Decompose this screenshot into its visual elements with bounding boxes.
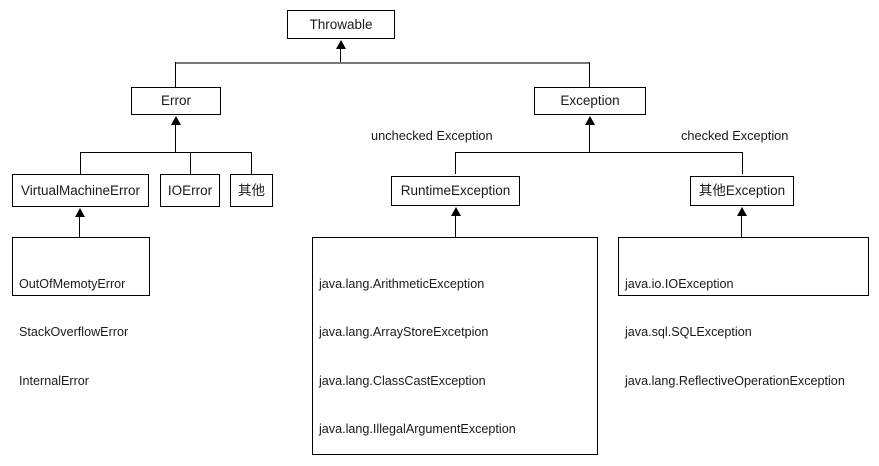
node-other-error: 其他 — [230, 174, 273, 207]
list-item: java.sql.SQLException — [625, 325, 752, 340]
node-other-exception: 其他Exception — [690, 176, 794, 206]
connector-exception-stem — [589, 124, 590, 152]
connector-runtimeexception-to-list — [455, 215, 456, 238]
connector-bus-throwable-children — [175, 62, 590, 64]
list-item: java.lang.IllegalArgumentException — [319, 422, 516, 437]
connector-otherexception-to-list — [741, 215, 742, 238]
list-virtualmachineerror-subclasses: OutOfMemotyError StackOverflowError Inte… — [12, 237, 150, 388]
node-throwable-label: Throwable — [309, 16, 373, 32]
arrowhead-to-exception — [585, 116, 595, 125]
node-virtualmachineerror: VirtualMachineError — [12, 174, 149, 207]
connector-exception-to-otherexception — [742, 152, 743, 174]
connector-error-to-vmerror — [80, 152, 81, 174]
node-ioerror-label: IOError — [167, 182, 213, 198]
connector-bus-error-children — [80, 152, 252, 153]
list-item: java.lang.ArrayStoreExcetpion — [319, 325, 489, 340]
arrowhead-to-throwable — [336, 40, 346, 49]
list-checked-exception-subclasses: java.io.IOException java.sql.SQLExceptio… — [618, 237, 869, 388]
list-item: InternalError — [19, 373, 89, 388]
connector-throwable-stem — [340, 48, 341, 63]
connector-error-stem — [175, 124, 176, 152]
edge-label-checked-exception: checked Exception — [681, 128, 789, 143]
connector-bus-to-error — [175, 62, 176, 87]
node-runtimeexception-label: RuntimeException — [400, 183, 511, 199]
edge-label-unchecked-exception: unchecked Exception — [371, 128, 493, 143]
list-item: StackOverflowError — [19, 325, 129, 340]
node-other-exception-label: 其他Exception — [698, 183, 786, 199]
node-error: Error — [131, 87, 221, 115]
list-runtimeexception-subclasses: java.lang.ArithmeticException java.lang.… — [312, 237, 598, 455]
connector-bus-exception-children — [455, 152, 743, 153]
node-exception: Exception — [534, 87, 646, 115]
arrowhead-to-error — [171, 116, 181, 125]
node-runtimeexception: RuntimeException — [391, 176, 520, 206]
node-error-label: Error — [161, 93, 191, 109]
list-item: java.io.IOException — [625, 277, 734, 292]
list-item: java.lang.ArithmeticException — [319, 277, 485, 292]
arrowhead-to-runtimeexception — [451, 207, 461, 216]
connector-error-to-ioerror — [190, 152, 191, 174]
connector-bus-to-exception — [589, 62, 590, 87]
arrowhead-to-other-exception — [737, 207, 747, 216]
connector-exception-to-runtimeexception — [455, 152, 456, 174]
list-item: OutOfMemotyError — [19, 277, 126, 292]
list-item: java.lang.ReflectiveOperationException — [625, 373, 845, 388]
list-item: java.lang.ClassCastException — [319, 373, 486, 388]
arrowhead-to-virtualmachineerror — [75, 208, 85, 217]
node-throwable: Throwable — [287, 10, 395, 39]
node-exception-label: Exception — [560, 93, 620, 109]
connector-vmerror-to-list — [79, 216, 80, 238]
connector-error-to-other — [251, 152, 252, 174]
node-virtualmachineerror-label: VirtualMachineError — [20, 182, 141, 198]
node-ioerror: IOError — [160, 174, 220, 207]
node-other-error-label: 其他 — [238, 182, 265, 198]
